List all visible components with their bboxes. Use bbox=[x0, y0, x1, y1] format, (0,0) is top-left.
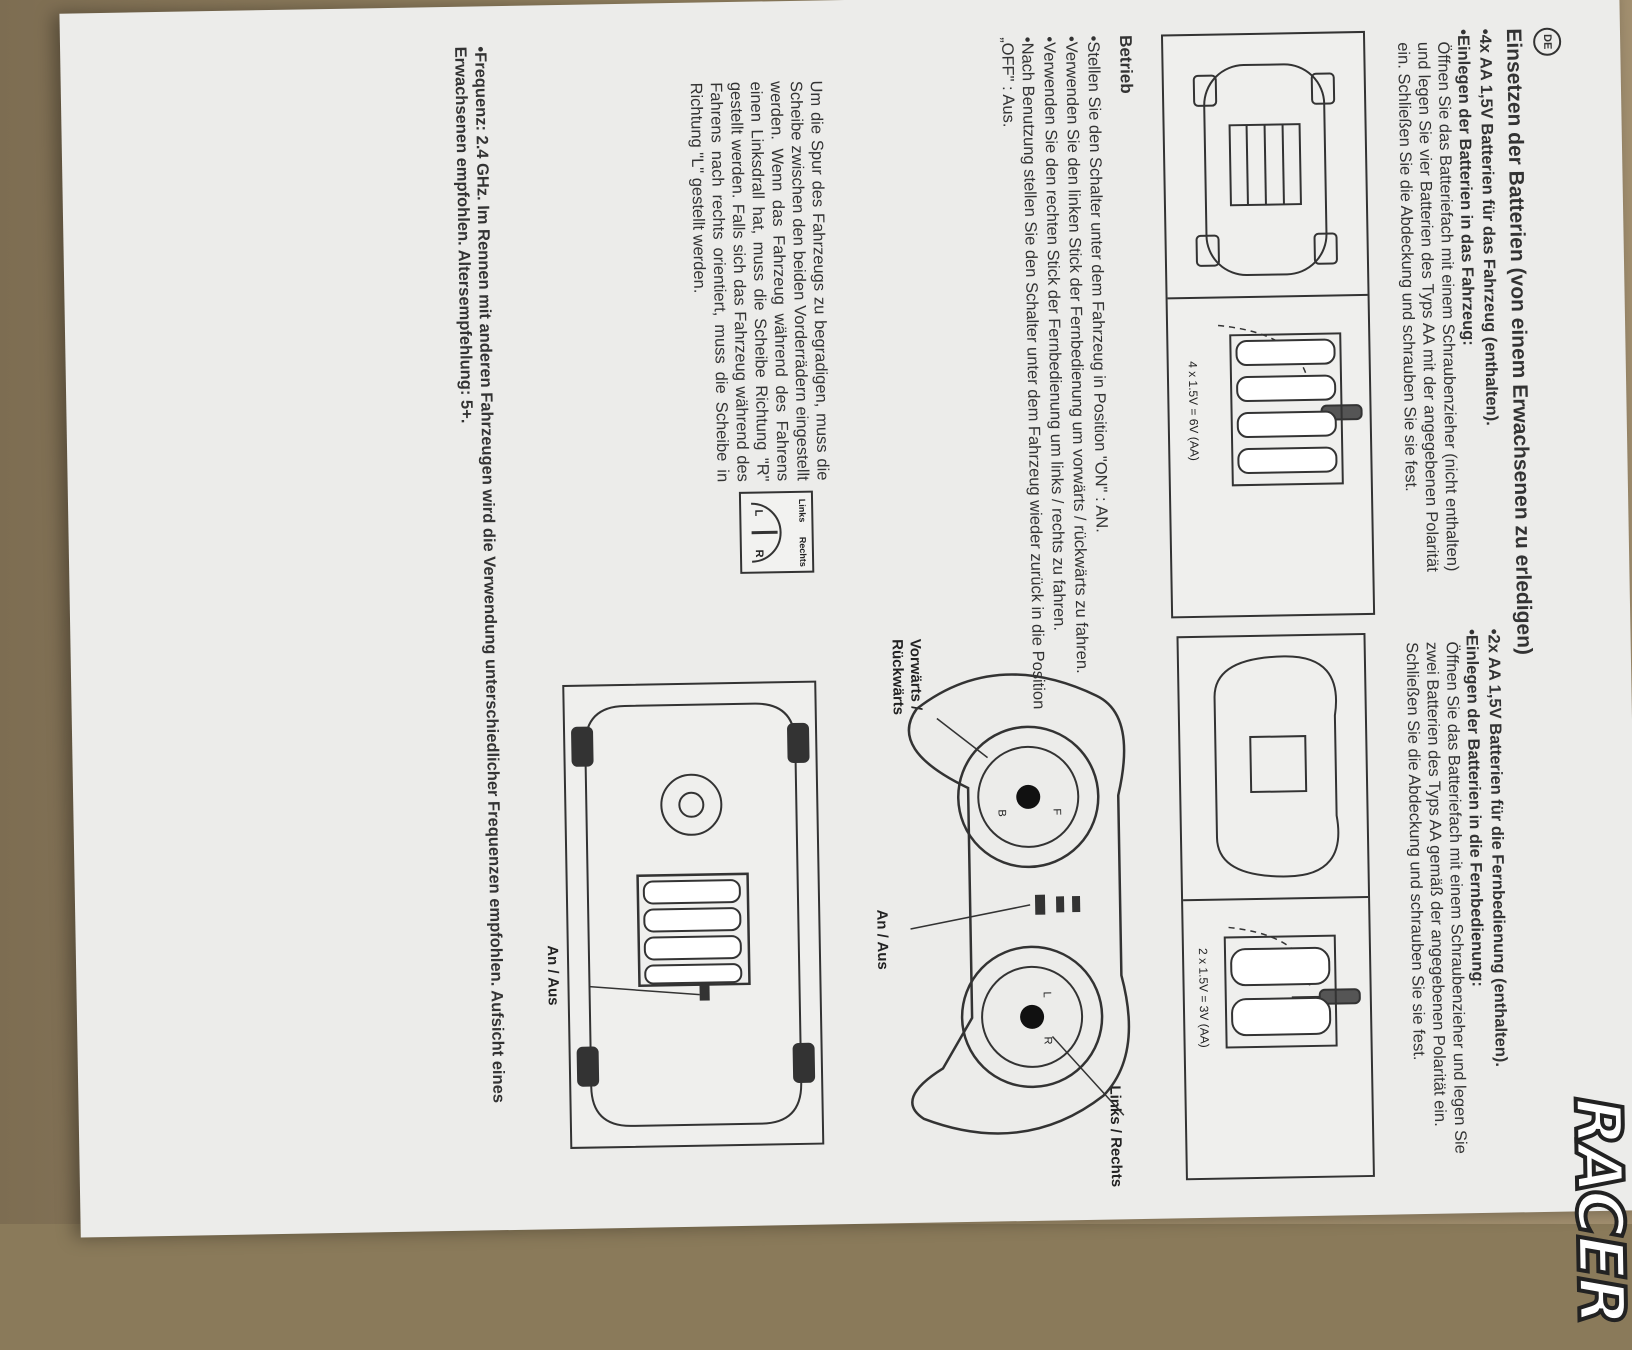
vehicle-battery-text: Öffnen Sie das Batteriefach mit einem Sc… bbox=[1393, 41, 1462, 572]
operation-title: Betrieb bbox=[1115, 35, 1136, 94]
trim-dial-icon: Links Rechts L R bbox=[739, 491, 814, 574]
racer-logo: RACER bbox=[1560, 1096, 1632, 1324]
svg-text:R: R bbox=[753, 549, 765, 557]
battery-cells-vehicle bbox=[1236, 340, 1336, 474]
car-underside-diagram bbox=[564, 683, 822, 1147]
svg-text:Rechts: Rechts bbox=[798, 537, 809, 567]
right-stick-icon: L R bbox=[961, 946, 1103, 1088]
svg-text:L: L bbox=[1041, 992, 1053, 998]
car-on-off-label: An / Aus bbox=[544, 945, 562, 1006]
car-power-switch-icon bbox=[699, 985, 709, 1001]
battery-cells-car bbox=[644, 880, 742, 984]
vehicle-battery-figure: 4 x 1.5V = 6V (AA) bbox=[1161, 31, 1375, 618]
trim-instructions: Um die Spur des Fahrzeugs zu begradigen,… bbox=[686, 80, 833, 482]
sheet-content: DE RACER Einsetzen der Batterien (von ei… bbox=[95, 27, 1585, 1212]
battery-cells-remote bbox=[1231, 948, 1330, 1036]
remote-battery-formula: 2 x 1.5V = 3V (AA) bbox=[1196, 948, 1212, 1048]
left-stick-icon: F B bbox=[957, 726, 1099, 868]
page-title: Einsetzen der Batterien (von einem Erwac… bbox=[1501, 28, 1536, 655]
power-switch-icon bbox=[1035, 894, 1080, 915]
language-badge: DE bbox=[1533, 28, 1561, 56]
remote-battery-text: Öffnen Sie das Batteriefach mit einem Sc… bbox=[1402, 641, 1471, 1172]
svg-text:Links: Links bbox=[797, 499, 807, 523]
car-wheels bbox=[571, 723, 815, 1087]
remote-battery-diagram: 2 x 1.5V = 3V (AA) bbox=[1179, 635, 1373, 1178]
instruction-sheet: DE RACER Einsetzen der Batterien (von ei… bbox=[59, 0, 1632, 1238]
car-underside-sketch bbox=[1194, 63, 1338, 275]
svg-text:B: B bbox=[995, 809, 1007, 817]
remote-outline-sketch bbox=[1214, 656, 1339, 878]
svg-text:F: F bbox=[1050, 808, 1062, 815]
remote-battery-figure: 2 x 1.5V = 3V (AA) bbox=[1176, 633, 1374, 1180]
vehicle-battery-diagram: 4 x 1.5V = 6V (AA) bbox=[1163, 33, 1373, 616]
vehicle-battery-formula: 4 x 1.5V = 6V (AA) bbox=[1186, 361, 1202, 461]
remote-controller-diagram: F B L R bbox=[875, 595, 1145, 1199]
svg-text:R: R bbox=[1041, 1037, 1053, 1045]
frequency-note: Frequenz: 2.4 GHz. Im Rennen mit anderen… bbox=[450, 46, 509, 1147]
svg-text:L: L bbox=[752, 509, 764, 516]
car-underside-figure bbox=[562, 681, 824, 1149]
